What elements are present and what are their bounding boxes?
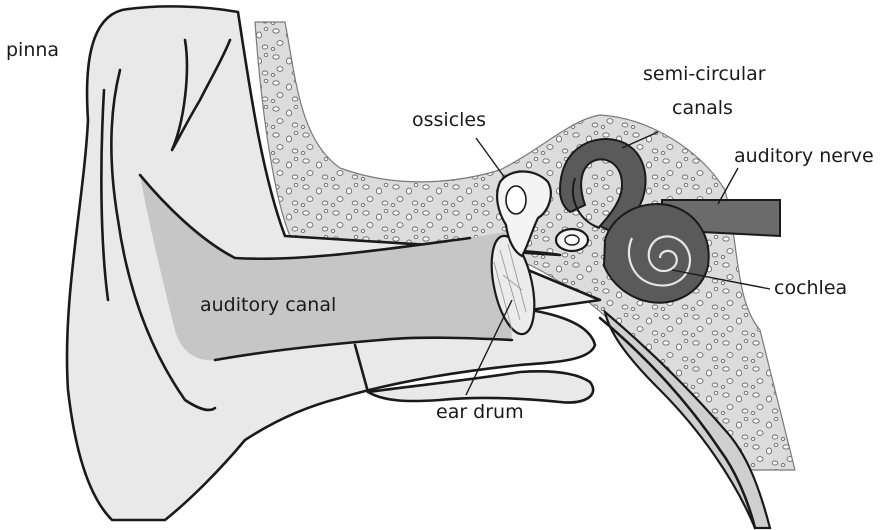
label-auditory-canal: auditory canal: [200, 294, 336, 316]
label-cochlea: cochlea: [774, 277, 847, 299]
label-semicircular-line2: canals: [672, 97, 733, 119]
label-ear-drum: ear drum: [436, 401, 524, 423]
label-semicircular-line1: semi-circular: [643, 63, 766, 85]
label-ossicles: ossicles: [412, 109, 486, 131]
ossicles-leader: [476, 138, 505, 178]
label-auditory-nerve: auditory nerve: [734, 145, 874, 167]
cochlea-shape: [604, 204, 709, 303]
label-pinna: pinna: [6, 39, 59, 61]
